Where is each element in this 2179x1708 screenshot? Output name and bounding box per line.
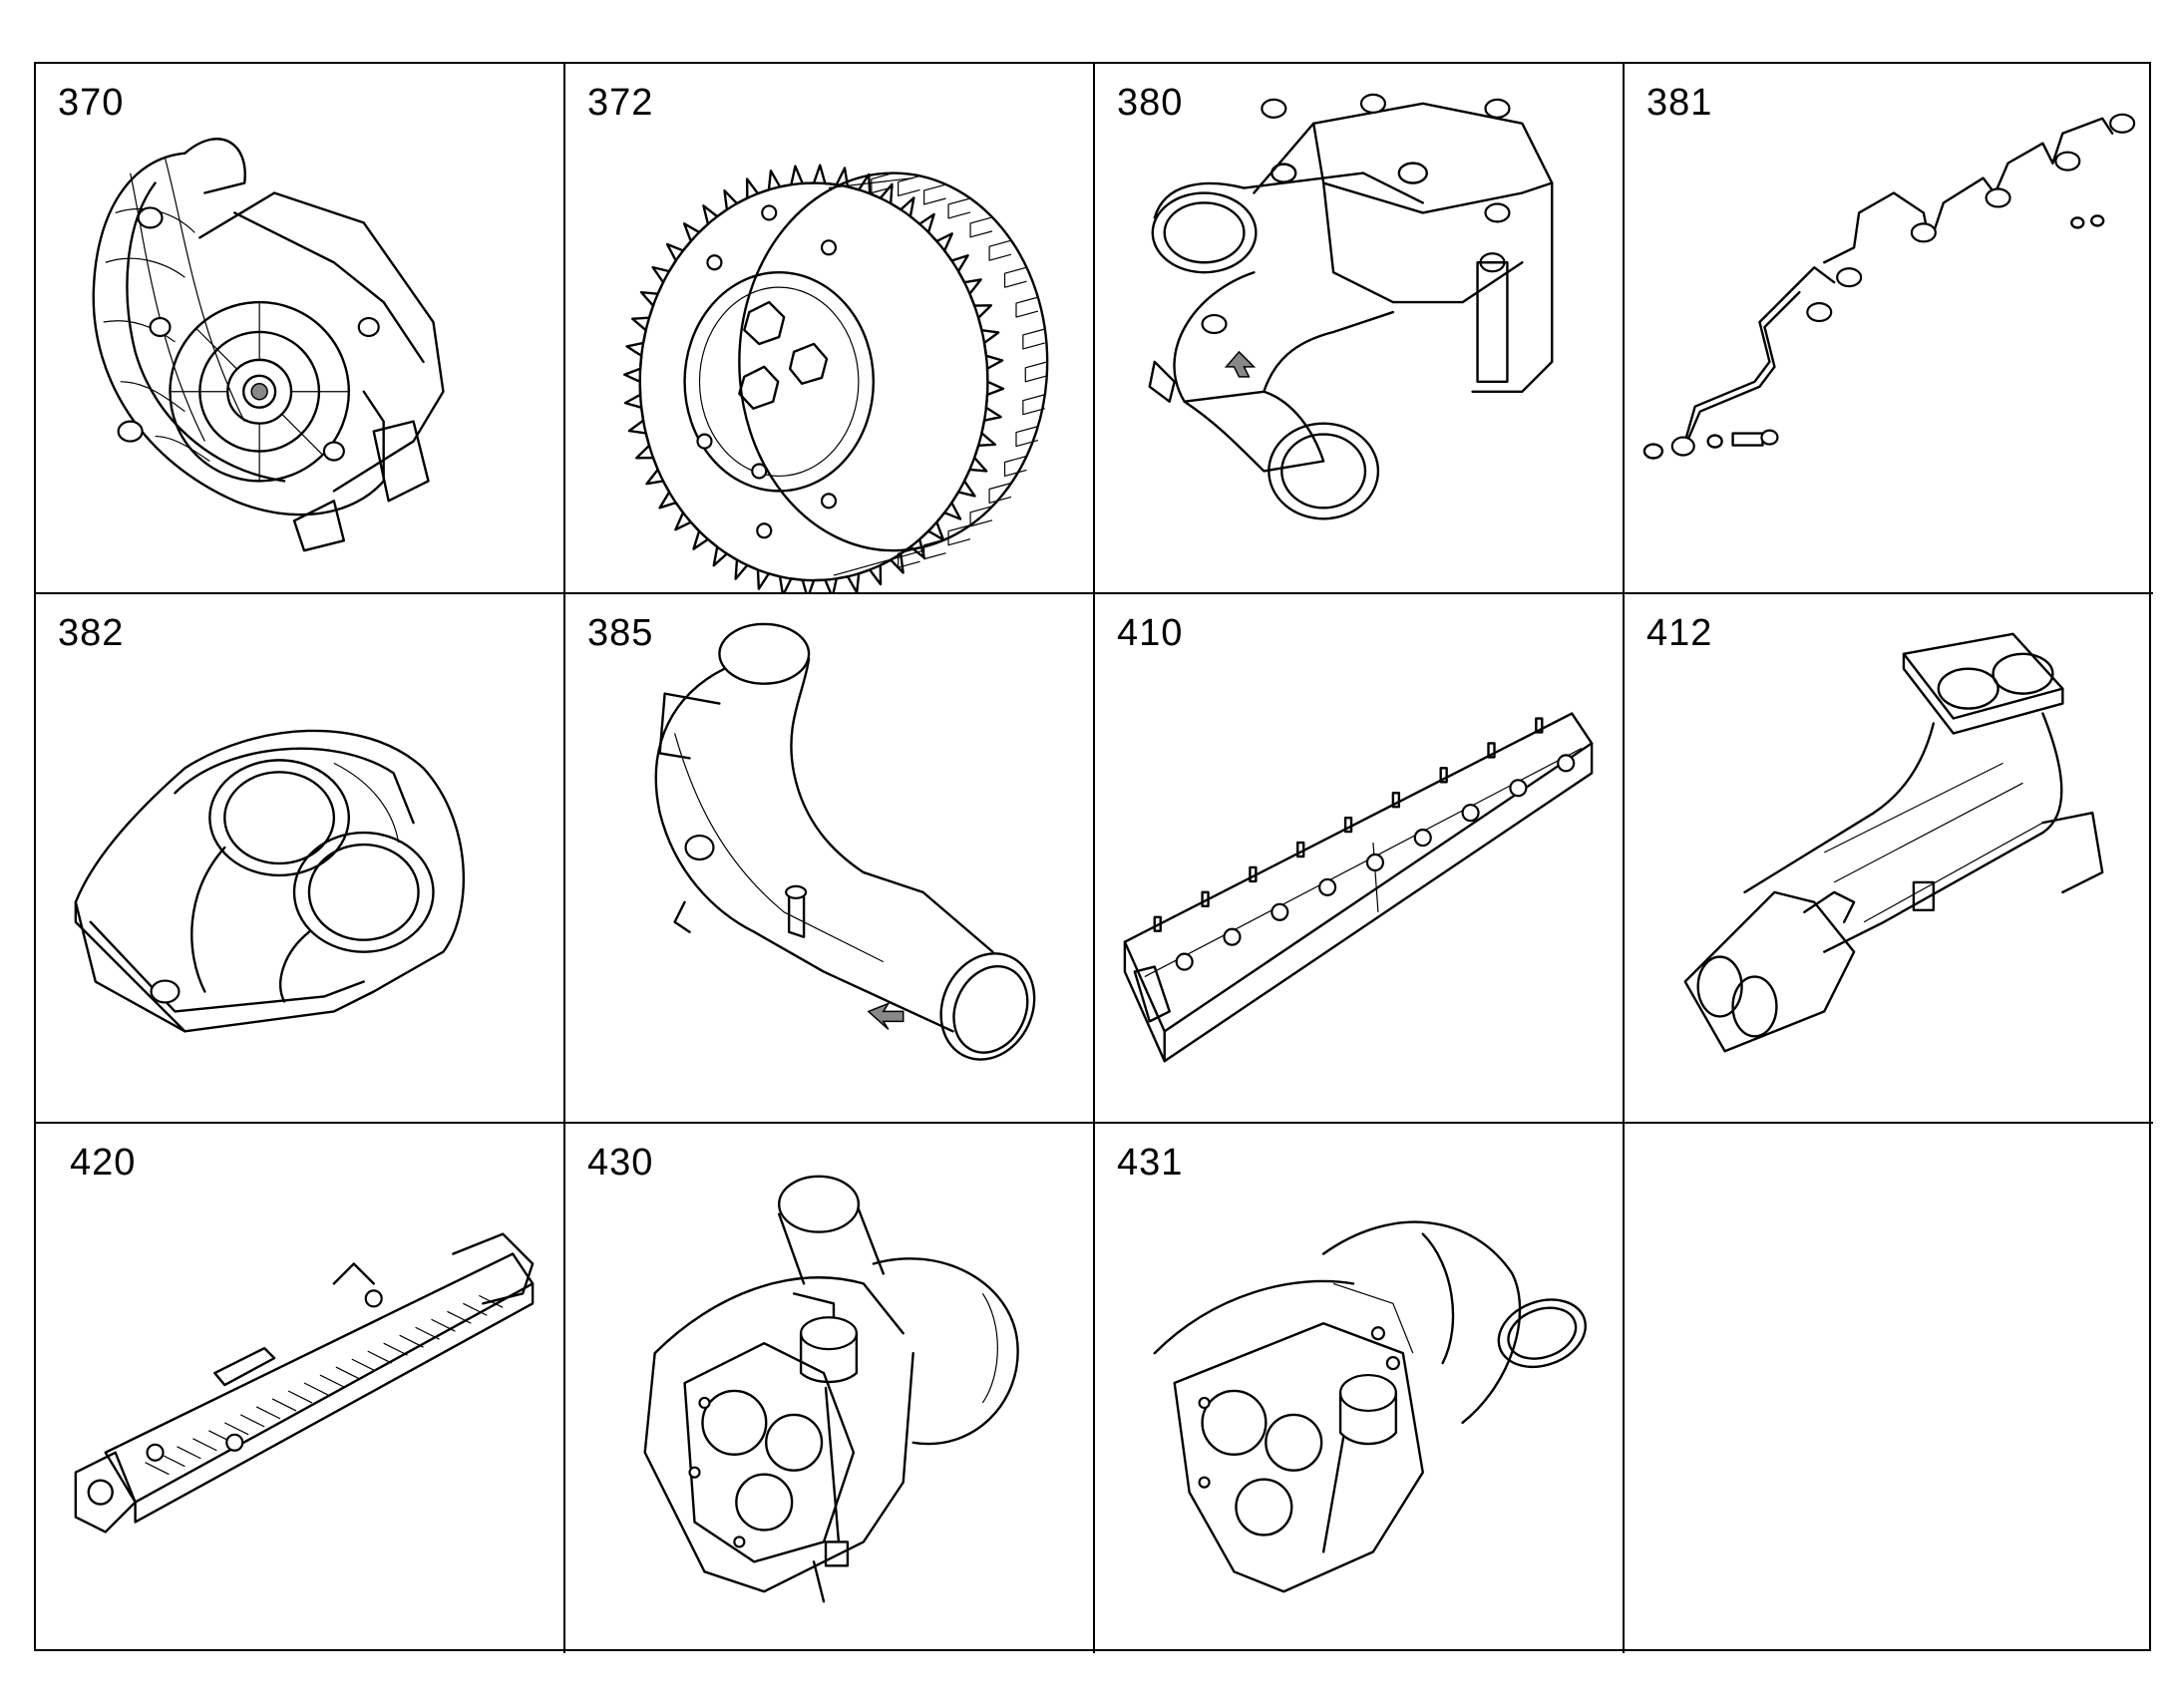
part-number: 430: [587, 1142, 654, 1184]
exhaust-manifold-drawing: [1683, 632, 2104, 1053]
parts-grid: 370 372: [34, 62, 2153, 1653]
turbocharger-drawing: [643, 1175, 1019, 1603]
part-cell-385[interactable]: 385: [565, 594, 1095, 1124]
turbo-compressor-housing-drawing: [92, 138, 445, 552]
part-number: 412: [1646, 612, 1713, 654]
oil-pump-with-pipe-drawing: [1148, 93, 1554, 520]
part-number: 381: [1646, 82, 1713, 124]
part-cell-382[interactable]: 382: [36, 594, 565, 1124]
part-number: 382: [58, 612, 125, 654]
injection-lines-drawing: [1642, 113, 2136, 460]
part-cell-431[interactable]: 431: [1095, 1124, 1625, 1653]
part-number: 410: [1117, 612, 1184, 654]
part-number: 380: [1117, 82, 1184, 124]
charge-air-cooler-drawing: [74, 1232, 535, 1534]
rail-features: [1153, 717, 1576, 971]
part-cell-empty: [1625, 1124, 2153, 1653]
part-number: 420: [70, 1142, 137, 1184]
part-cell-380[interactable]: 380: [1095, 64, 1625, 594]
twin-elbow-manifold-drawing: [74, 729, 465, 1033]
part-number: 385: [587, 612, 654, 654]
part-cell-420[interactable]: 420: [36, 1124, 565, 1653]
part-number: 431: [1117, 1142, 1184, 1184]
cooler-fins: [145, 1294, 504, 1476]
part-number: 370: [58, 82, 125, 124]
gear-teeth: [622, 164, 1048, 592]
part-cell-372[interactable]: 372: [565, 64, 1095, 594]
bent-pipe-drawing: [654, 622, 1036, 1061]
part-cell-410[interactable]: 410: [1095, 594, 1625, 1124]
gear-wheel-drawing: [622, 164, 1049, 592]
rocker-cover-rail-drawing: [1123, 712, 1594, 1063]
part-cell-412[interactable]: 412: [1625, 594, 2153, 1124]
part-number: 372: [587, 82, 654, 124]
part-cell-381[interactable]: 381: [1625, 64, 2153, 594]
turbocharger-drawing: [1153, 1220, 1588, 1593]
part-cell-430[interactable]: 430: [565, 1124, 1095, 1653]
part-cell-370[interactable]: 370: [36, 64, 565, 594]
